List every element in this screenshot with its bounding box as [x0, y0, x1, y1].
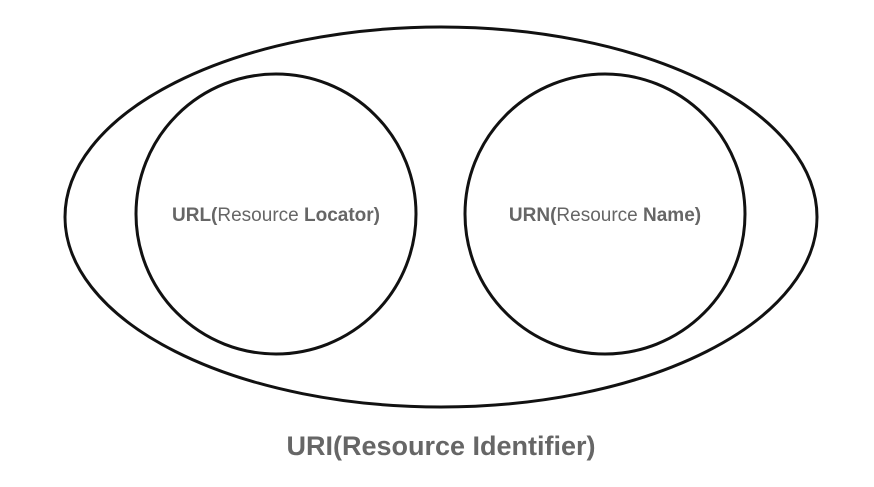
urn-circle	[463, 72, 747, 356]
urn-label-prefix: URN(	[509, 205, 557, 226]
url-circle	[134, 72, 418, 356]
uri-outer-ellipse	[63, 25, 819, 409]
uri-caption: URI(Resource Identifier)	[286, 431, 595, 461]
url-label-suffix: Locator)	[304, 205, 380, 226]
urn-label-middle: Resource	[556, 205, 643, 226]
urn-label-suffix: Name)	[643, 205, 701, 226]
url-label-prefix: URL(	[172, 205, 218, 226]
url-label-middle: Resource	[217, 205, 304, 226]
url-label: URL(Resource Locator)	[172, 205, 380, 226]
urn-label: URN(Resource Name)	[509, 205, 701, 226]
